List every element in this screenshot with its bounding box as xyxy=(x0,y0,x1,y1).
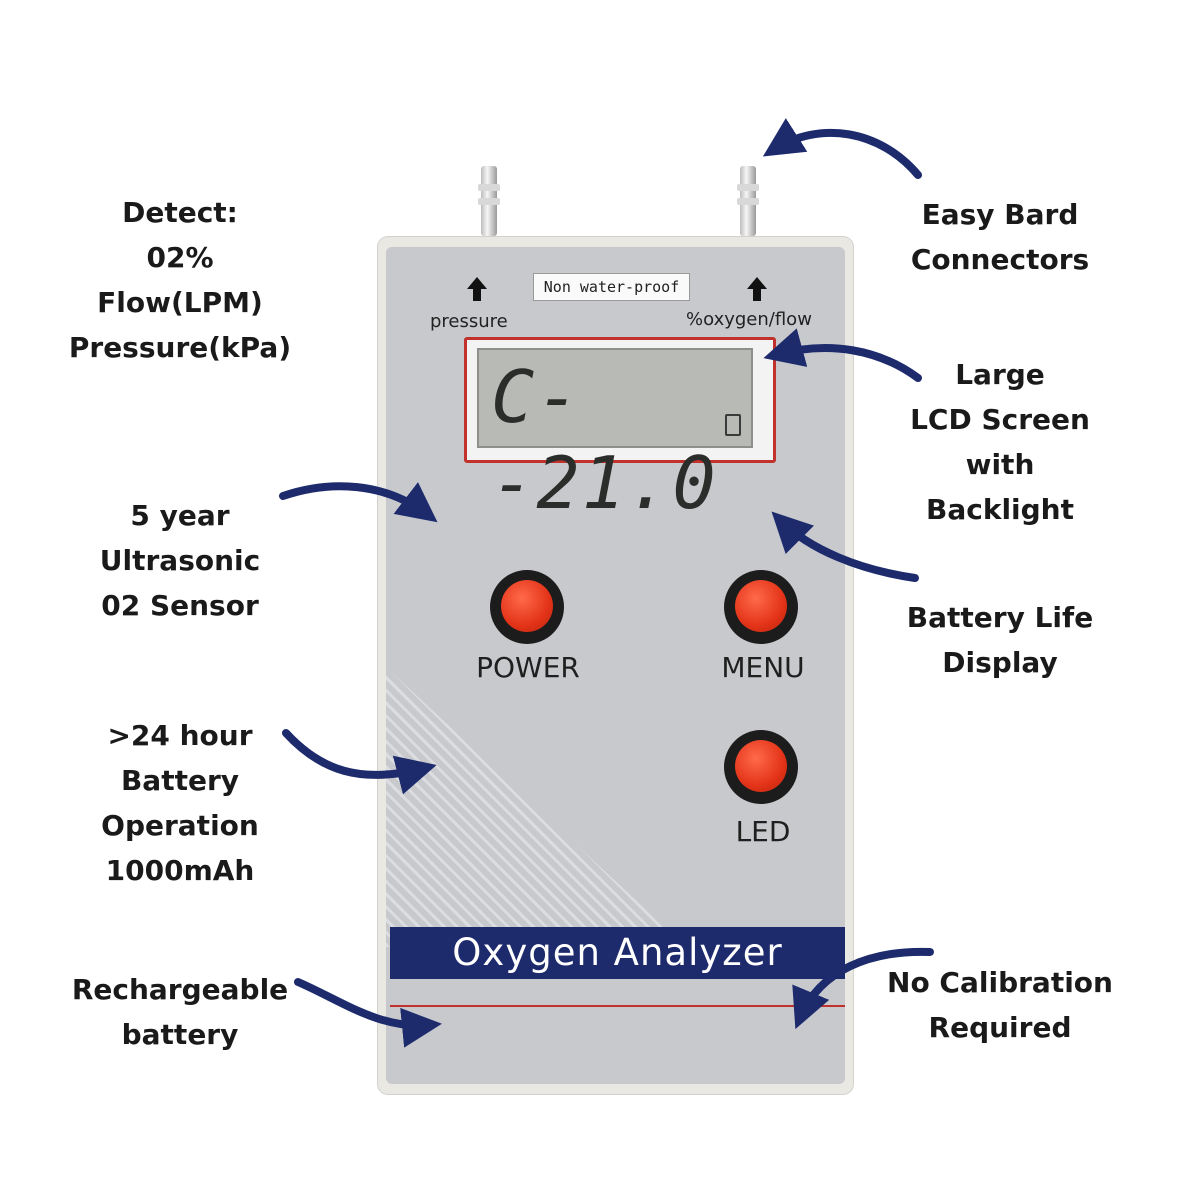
callout-line: Pressure(kPa) xyxy=(68,331,292,364)
callout-line: Ultrasonic xyxy=(99,544,261,577)
callout-calibration: No Calibration Required xyxy=(870,960,1130,1050)
callout-line: Connectors xyxy=(910,243,1090,276)
arrow-to-lcd xyxy=(763,328,922,382)
arrow-to-panel xyxy=(282,729,437,795)
battery-icon xyxy=(725,414,741,436)
callout-line: Battery xyxy=(120,764,240,797)
device-front-panel: Non water-proof pressure %oxygen/flow C-… xyxy=(386,247,845,1084)
callout-line: Required xyxy=(928,1011,1072,1044)
arrow-to-battery-life xyxy=(771,511,919,582)
led-button-label: LED xyxy=(735,815,791,848)
arrow-to-battery xyxy=(294,978,442,1048)
brand-title: Oxygen Analyzer xyxy=(452,931,783,974)
callout-line: Flow(LPM) xyxy=(97,286,263,319)
brand-bar: Oxygen Analyzer xyxy=(390,927,845,979)
callout-line: 1000mAh xyxy=(105,854,255,887)
callout-rechargeable: Rechargeable battery xyxy=(40,967,320,1057)
callout-detect: Detect: 02% Flow(LPM) Pressure(kPa) xyxy=(40,190,320,370)
callout-sensor: 5 year Ultrasonic 02 Sensor xyxy=(40,493,320,628)
callout-line: 02% xyxy=(146,241,214,274)
callout-line: >24 hour xyxy=(107,719,253,752)
callout-line: Large xyxy=(955,358,1045,391)
pressure-connector-nozzle xyxy=(478,166,500,236)
lcd-frame: C--21.0 xyxy=(464,337,776,525)
callout-lcd: Large LCD Screen with Backlight xyxy=(870,352,1130,532)
callout-line: Display xyxy=(942,646,1058,679)
callout-connectors: Easy Bard Connectors xyxy=(870,192,1130,282)
callout-line: battery xyxy=(121,1018,239,1051)
arrow-to-calibration xyxy=(792,947,934,1030)
lcd-screen: C--21.0 xyxy=(477,348,753,525)
arrow-up-icon xyxy=(747,277,767,301)
callout-line: Rechargeable xyxy=(71,973,289,1006)
oxygen-analyzer-device: Non water-proof pressure %oxygen/flow C-… xyxy=(378,237,853,1094)
non-waterproof-label: Non water-proof xyxy=(533,273,690,301)
pressure-port-label: pressure xyxy=(430,311,508,332)
arrow-up-icon xyxy=(467,277,487,301)
callout-line: Backlight xyxy=(925,493,1074,526)
red-divider xyxy=(390,1005,845,1007)
arrow-to-sensor xyxy=(279,482,438,523)
callout-line: 5 year xyxy=(130,499,230,532)
callout-line: Battery Life xyxy=(906,601,1094,634)
power-button[interactable] xyxy=(490,570,564,644)
callout-line: No Calibration xyxy=(887,966,1113,999)
callout-line: Easy Bard xyxy=(921,198,1079,231)
callout-line: Operation xyxy=(101,809,259,842)
led-button[interactable] xyxy=(724,730,798,804)
callout-line: with xyxy=(965,448,1035,481)
menu-button[interactable] xyxy=(724,570,798,644)
callout-line: Detect: xyxy=(122,196,238,229)
arrow-to-connectors xyxy=(762,118,922,179)
oxygen-connector-nozzle xyxy=(737,166,759,236)
lcd-reading: C--21.0 xyxy=(491,355,718,525)
callout-battery-operation: >24 hour Battery Operation 1000mAh xyxy=(40,713,320,893)
power-button-label: POWER xyxy=(476,651,580,684)
menu-button-label: MENU xyxy=(721,651,805,684)
callout-line: LCD Screen xyxy=(910,403,1090,436)
callout-line: 02 Sensor xyxy=(101,589,259,622)
oxygen-port-label: %oxygen/flow xyxy=(686,309,812,330)
callout-battery-life: Battery Life Display xyxy=(870,595,1130,685)
